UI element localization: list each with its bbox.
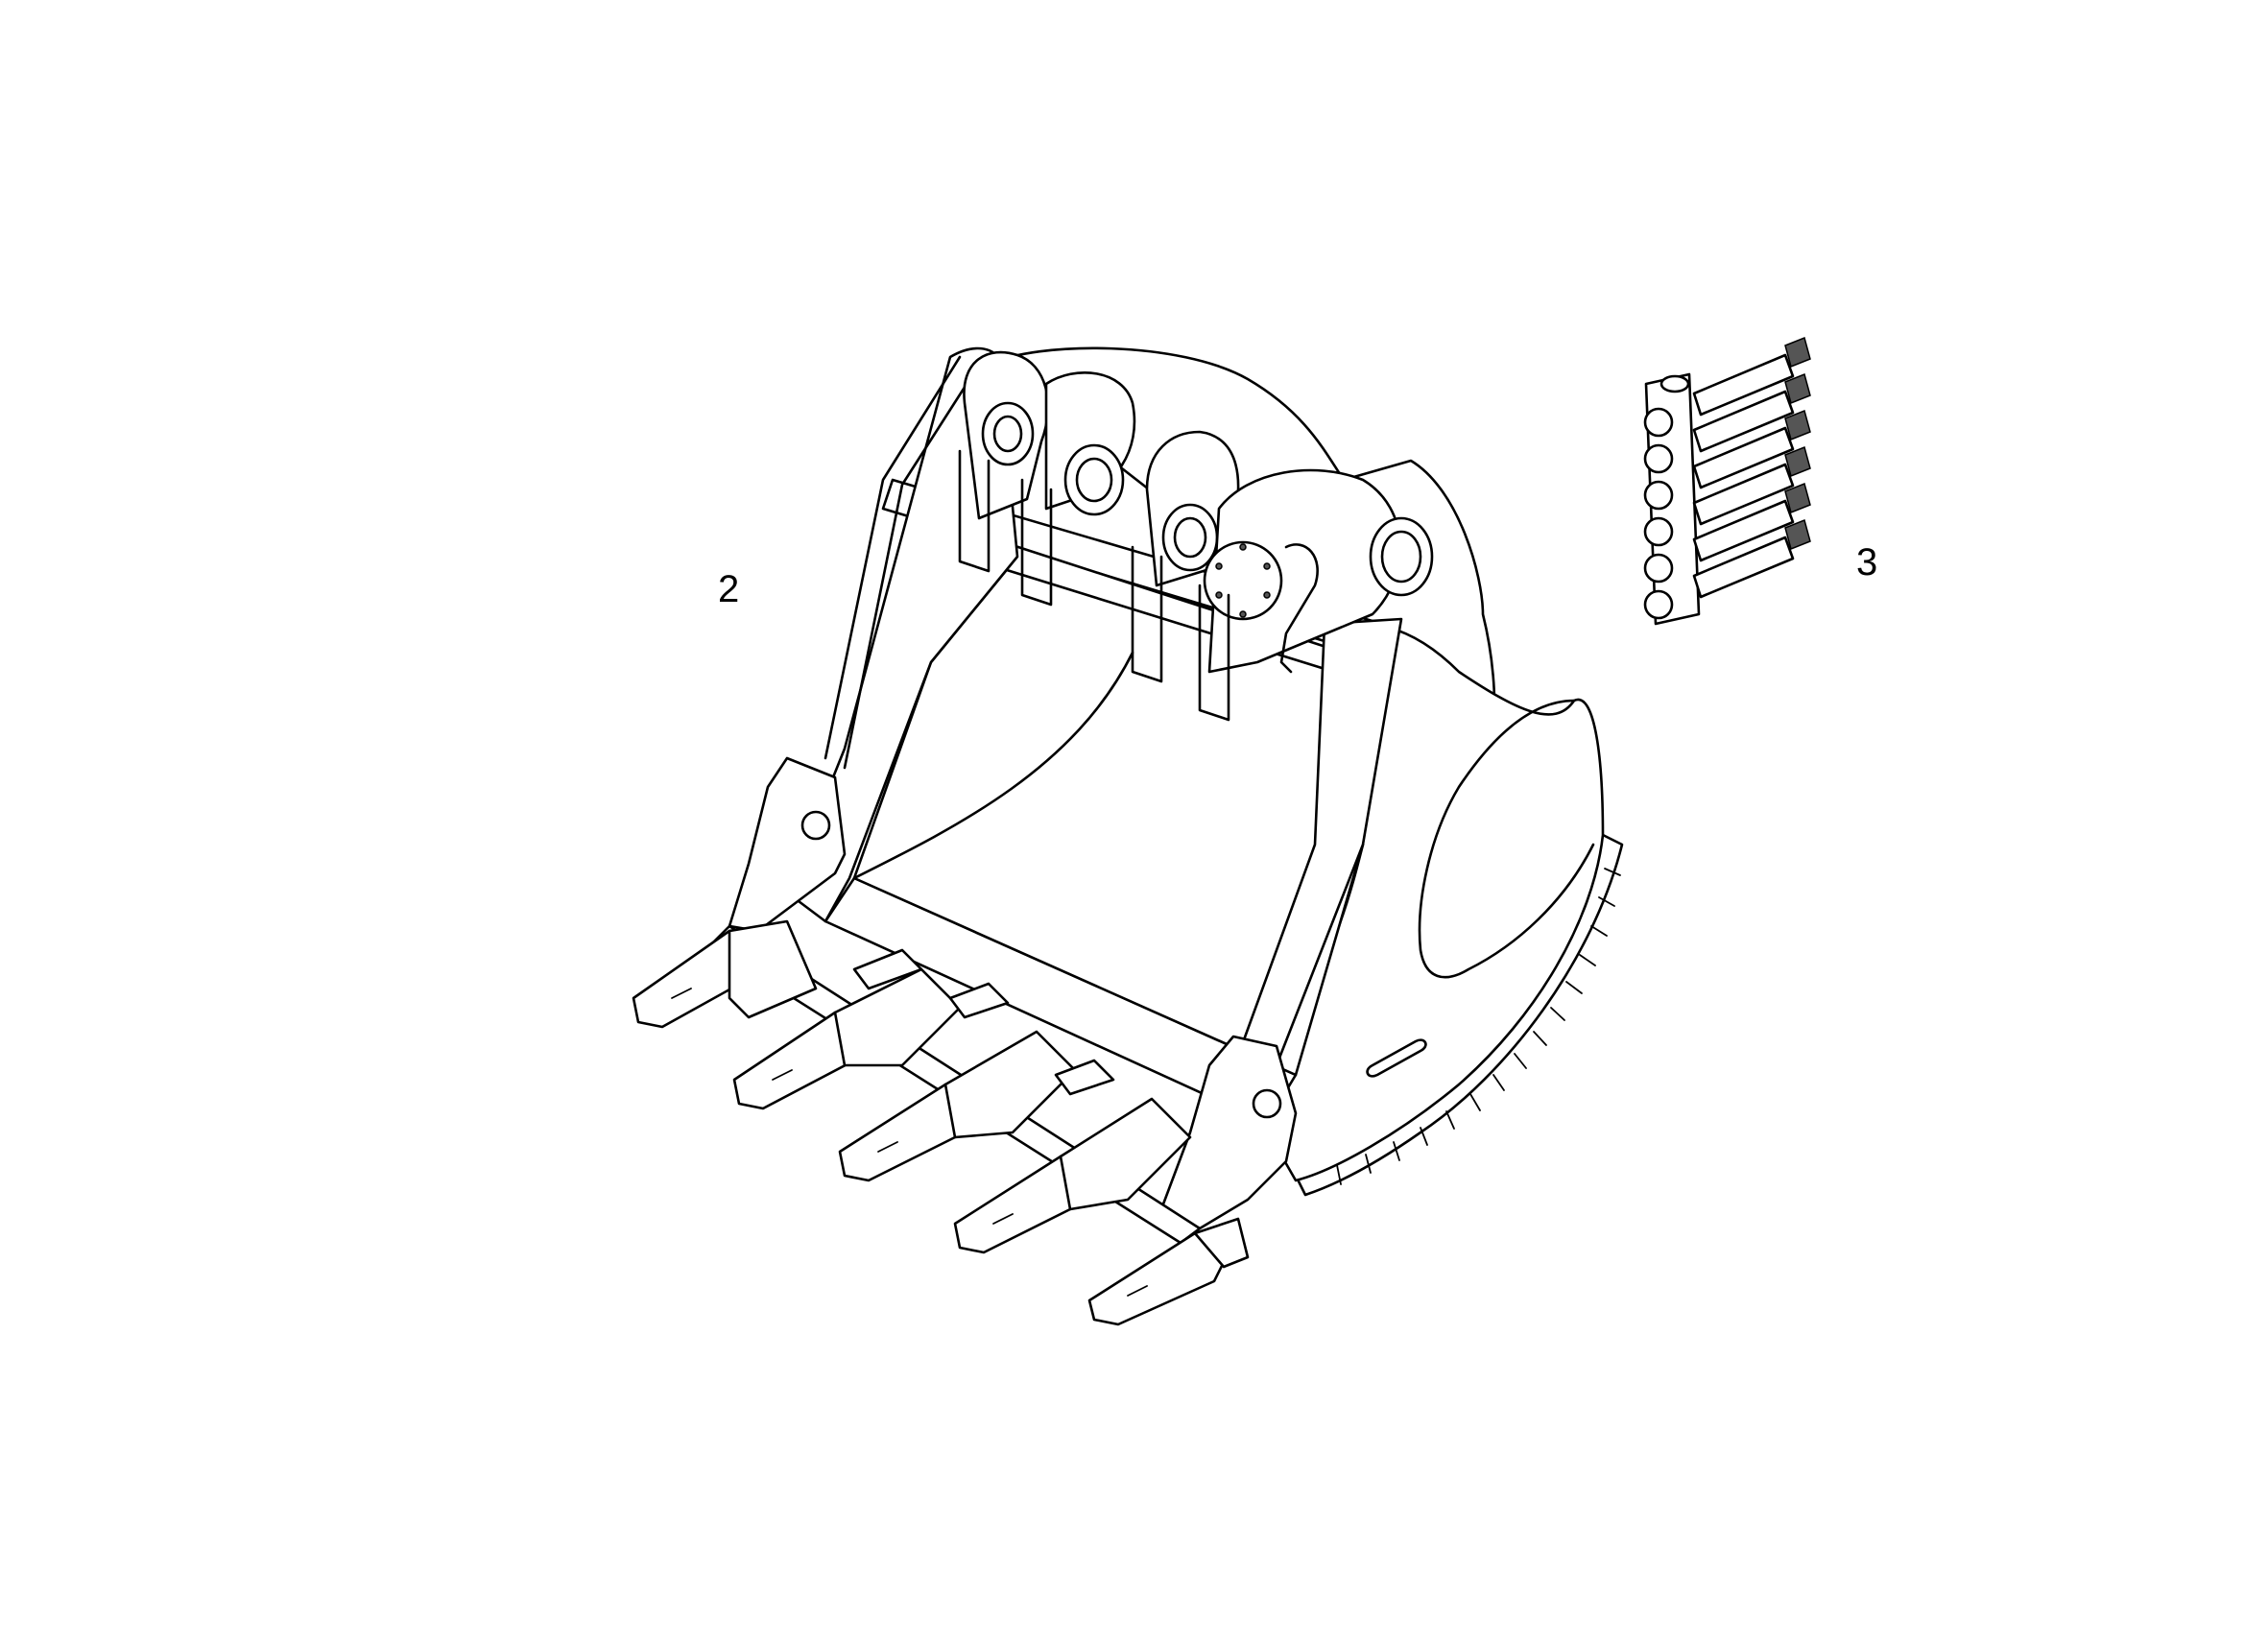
right-corner-shroud bbox=[1159, 1035, 1298, 1230]
bucket-left-frame bbox=[824, 355, 962, 760]
tooth-5 bbox=[1087, 1217, 1250, 1326]
tooth-4 bbox=[953, 1059, 1192, 1254]
tooth-3 bbox=[838, 982, 1077, 1182]
bucket-right-side-inner bbox=[1418, 699, 1595, 979]
callout-label-3: 3 bbox=[1856, 541, 1878, 584]
lubrication-manifold bbox=[1643, 336, 1811, 626]
left-corner-shroud bbox=[728, 756, 847, 933]
manifold-fittings bbox=[1692, 336, 1811, 599]
bucket-teeth bbox=[632, 919, 1250, 1326]
tooth-2 bbox=[732, 948, 962, 1110]
manifold-bolts bbox=[1643, 407, 1674, 620]
hinge-lug-left-pair bbox=[958, 350, 1136, 607]
wear-strip-segments bbox=[1336, 868, 1621, 1185]
bucket-inner-curve bbox=[852, 651, 1134, 880]
bucket-right-slot bbox=[1366, 1038, 1427, 1078]
right-corner-pin bbox=[1252, 1088, 1282, 1119]
excavator-bucket bbox=[632, 346, 1624, 1326]
left-corner-pin bbox=[800, 810, 831, 841]
callout-label-2: 2 bbox=[718, 568, 740, 610]
tooth-1 bbox=[632, 919, 818, 1029]
bucket-left-frame-inner bbox=[843, 363, 981, 770]
hinge-lug-right-pair bbox=[1131, 430, 1434, 722]
